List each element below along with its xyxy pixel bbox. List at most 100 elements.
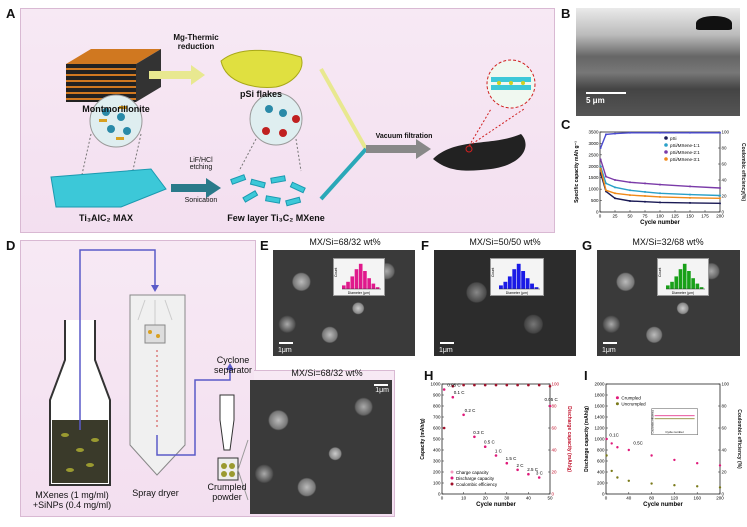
- x-tick-label: 50: [627, 214, 633, 219]
- data-point: [494, 383, 498, 387]
- data-point: [719, 197, 721, 200]
- histogram-bar: [371, 283, 376, 289]
- legend-label: pSi/MXene-1:1: [670, 143, 700, 148]
- data-point: [442, 426, 446, 430]
- data-point: [629, 131, 631, 134]
- data-point: [689, 131, 691, 134]
- y-tick-label: 800: [597, 448, 605, 453]
- sem-inset-d: 1μm: [250, 380, 392, 514]
- rate-annotation: 1 C: [495, 449, 503, 454]
- y-tick-label: 500: [591, 198, 599, 203]
- data-point: [673, 484, 676, 487]
- inset-title: MX/Si=68/32 wt%: [291, 368, 363, 378]
- montmorillonite-label: Montmorillonite: [82, 104, 150, 114]
- histogram-bar: [530, 283, 534, 289]
- histogram-e: Diameter (μm)Count: [334, 263, 381, 295]
- y-tick-label: 900: [433, 393, 441, 398]
- legend-label: pSi/MXene-2:1: [670, 150, 700, 155]
- data-point: [719, 194, 721, 197]
- y-tick-label: 3500: [588, 130, 599, 135]
- rate-annotation: 1.5 C: [506, 456, 518, 461]
- x-tick-label: 10: [461, 496, 467, 501]
- y2-tick-label: 80: [552, 404, 558, 409]
- x-tick-label: 160: [693, 496, 701, 501]
- rate-annotation: 2 C: [516, 463, 524, 468]
- histogram-xlabel: Diameter (μm): [672, 291, 694, 295]
- data-point: [605, 182, 607, 185]
- x-tick-label: 25: [612, 214, 618, 219]
- scale-bar-b: [586, 92, 626, 94]
- data-point: [599, 165, 602, 168]
- x-tick-label: 20: [483, 496, 489, 501]
- data-point: [614, 186, 616, 189]
- y2-axis-label: Discharge capacity (mAh/g): [566, 406, 572, 472]
- y-tick-label: 2500: [588, 152, 599, 157]
- sem-image-f: Diameter (μm)Count 1μm: [434, 250, 576, 356]
- max-block: [50, 168, 167, 208]
- data-point: [659, 195, 661, 198]
- data-point: [442, 388, 446, 391]
- series-line-pSi/MXene-2:1: [599, 159, 721, 189]
- x-tick-label: 200: [716, 496, 724, 501]
- sem-image-e: Diameter (μm)Count 1μm: [273, 250, 415, 356]
- y2-tick-label: 40: [722, 448, 728, 453]
- histogram-bar: [666, 285, 670, 289]
- legend-marker: [664, 150, 668, 154]
- data-point: [659, 183, 661, 186]
- y2-axis-label: Coulombic efficiency (%): [736, 409, 742, 469]
- y2-axis-label: Coulombic efficiency(%): [740, 143, 746, 201]
- y2-tick-label: 20: [722, 470, 728, 475]
- data-point: [650, 482, 653, 485]
- rate-annotation: 0.5 C: [484, 440, 496, 445]
- montmorillonite-stack: [66, 49, 161, 102]
- histogram-bar: [521, 271, 526, 289]
- y2-tick-label: 20: [722, 194, 728, 199]
- data-point: [689, 185, 691, 188]
- x-tick-label: 0: [441, 496, 444, 501]
- data-point: [629, 181, 631, 184]
- histogram-inset-e: Diameter (μm)Count: [333, 258, 385, 296]
- histogram-bar: [525, 278, 530, 289]
- mg-thermic-label: Mg-Thermic reduction: [173, 33, 219, 51]
- data-point: [627, 448, 630, 452]
- y2-tick-label: 100: [722, 382, 730, 387]
- y-tick-label: 1400: [594, 415, 605, 420]
- data-point: [696, 485, 699, 488]
- y-tick-label: 200: [433, 470, 441, 475]
- histogram-bar: [499, 285, 503, 289]
- y2-tick-label: 40: [552, 448, 558, 453]
- legend-label: Discharge capacity: [456, 476, 495, 481]
- histogram-bar: [367, 278, 371, 289]
- y-tick-label: 2000: [588, 164, 599, 169]
- x-tick-label: 120: [671, 496, 679, 501]
- panel-f-title: MX/Si=50/50 wt%: [469, 237, 541, 247]
- panel-label-b: B: [561, 6, 571, 21]
- x-tick-label: 0: [605, 496, 608, 501]
- histogram-bar: [503, 281, 508, 289]
- data-point: [673, 458, 676, 462]
- data-point: [616, 446, 619, 449]
- legend-label: Charge capacity: [456, 470, 489, 475]
- data-point: [473, 435, 476, 439]
- y-tick-label: 1500: [588, 175, 599, 180]
- x-axis-label: Cycle number: [640, 220, 680, 226]
- spray-dryer-label: Spray dryer: [132, 488, 179, 498]
- data-point: [629, 194, 631, 197]
- histogram-bar: [512, 269, 517, 289]
- data-point: [462, 383, 465, 387]
- histogram-bar: [534, 287, 539, 289]
- y-tick-label: 1800: [594, 393, 605, 398]
- rate-annotation: 0.2 C: [465, 408, 477, 413]
- sem-image-b: 5 μm: [576, 8, 740, 116]
- rate-annotation: 0.1 C: [454, 390, 466, 395]
- x-tick-label: 125: [671, 214, 679, 219]
- histogram-bar: [699, 287, 704, 289]
- series-line-pSi/MXene-1:1: [599, 166, 721, 197]
- mxenes-feed-label: MXenes (1 mg/ml) +SiNPs (0.4 mg/ml): [32, 490, 112, 510]
- y-tick-label: 100: [433, 481, 441, 486]
- data-point: [629, 200, 631, 203]
- series-line-pSi/MXene-3:1: [599, 168, 721, 199]
- panel-label-g: G: [582, 238, 593, 253]
